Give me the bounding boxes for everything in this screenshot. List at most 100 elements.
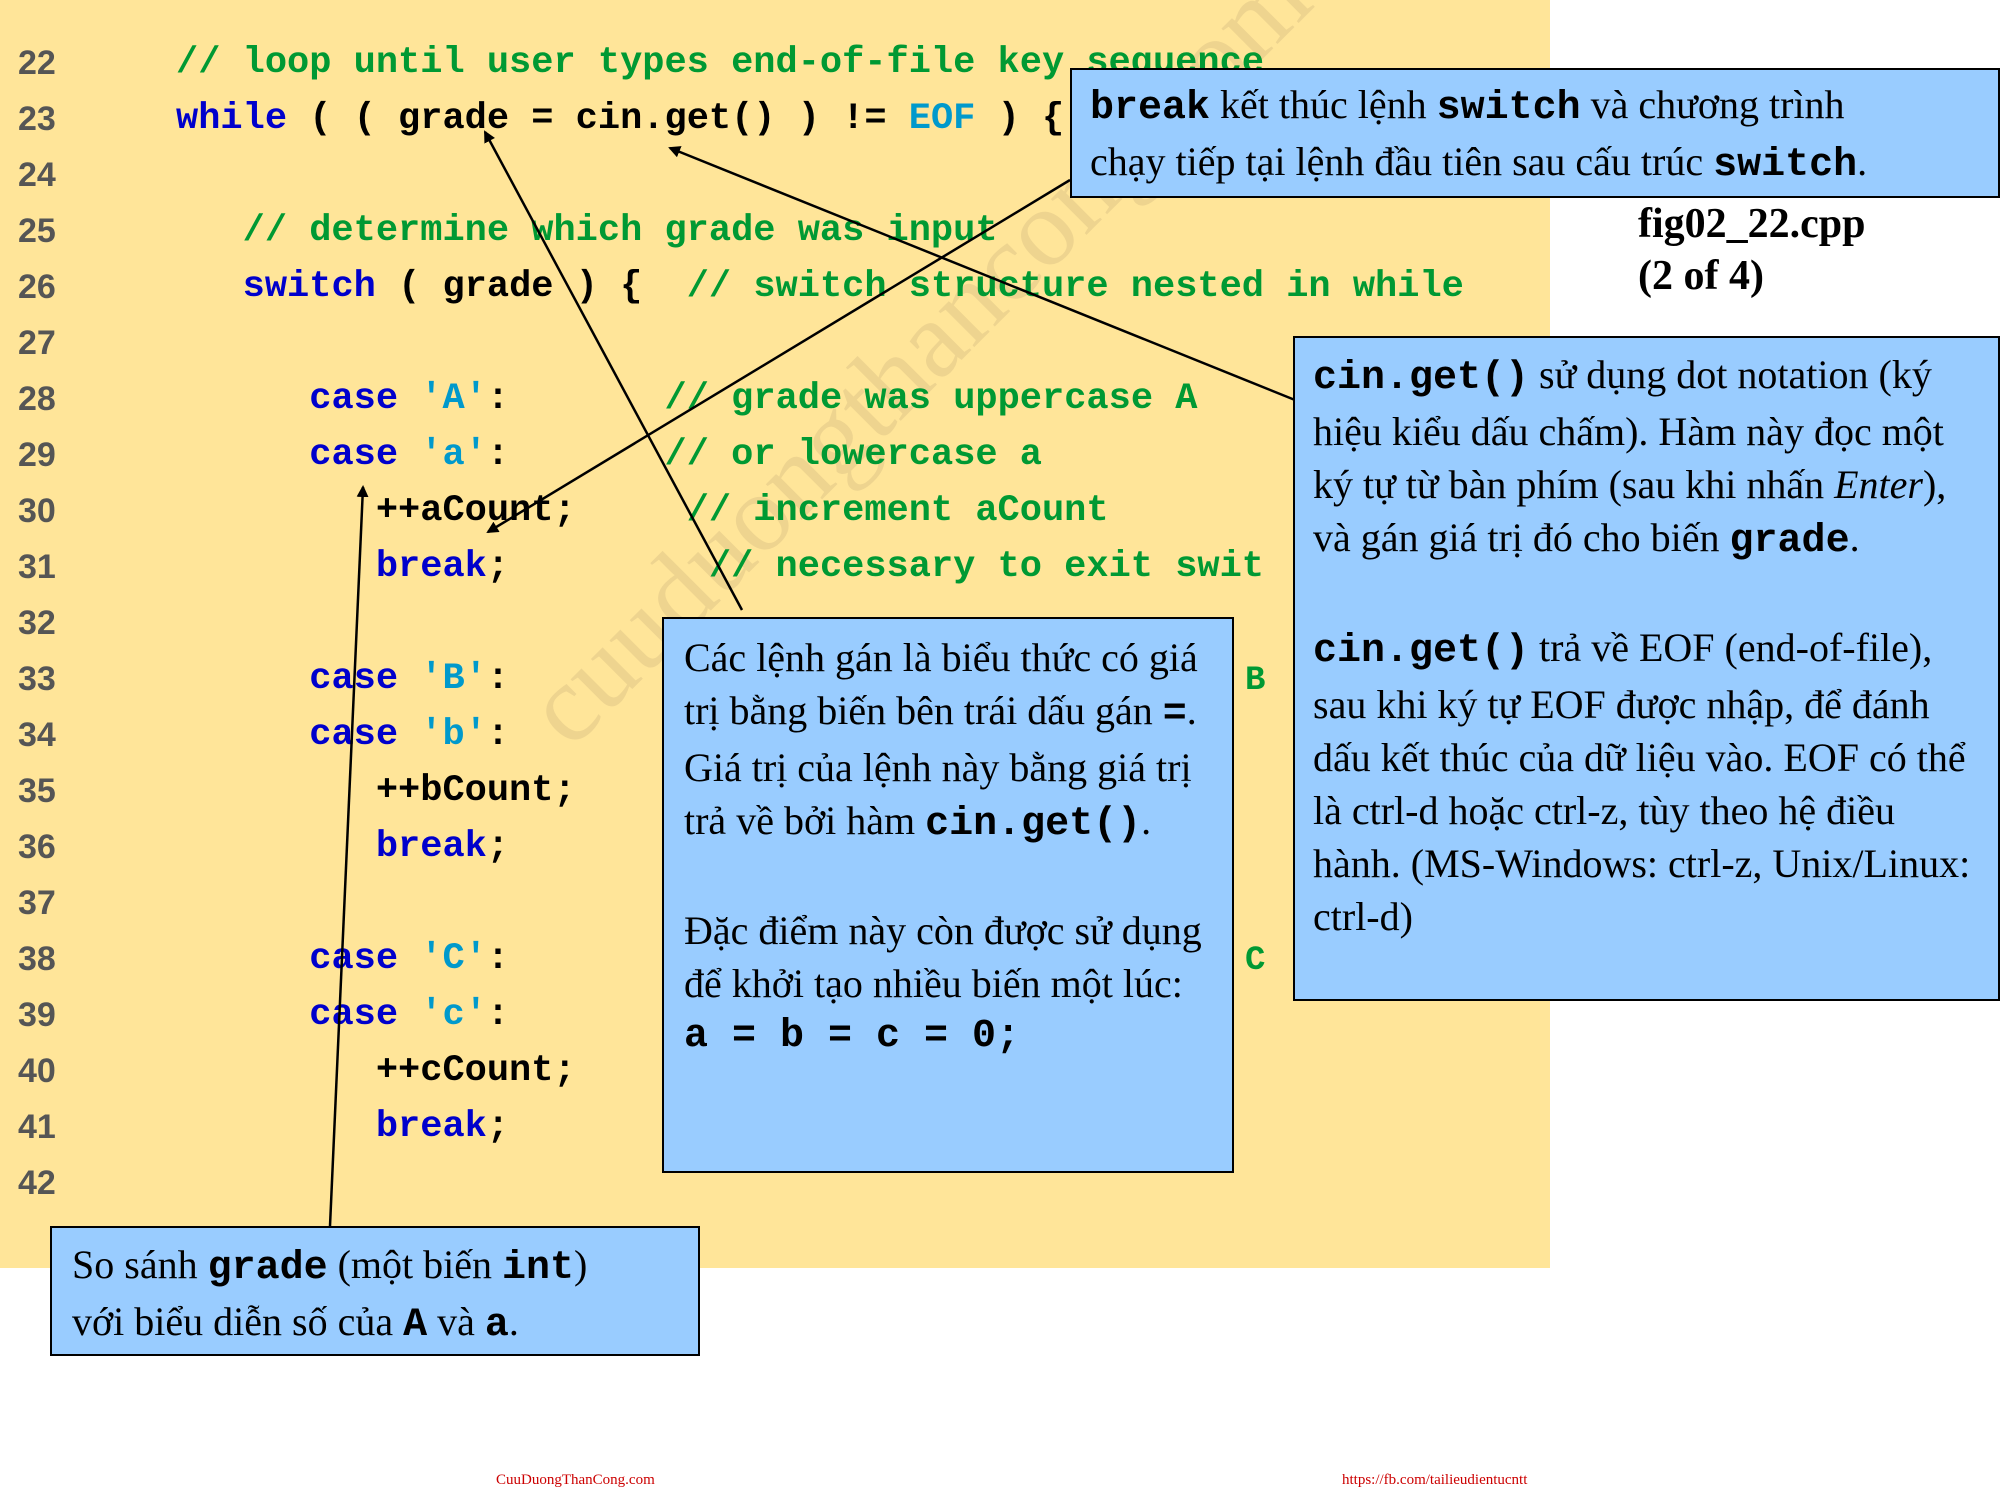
- figure-page: (2 of 4): [1638, 253, 1764, 299]
- code-token-keyword: case: [309, 938, 399, 980]
- code-token-default: ;: [486, 1106, 510, 1148]
- code-token-default: :: [486, 378, 665, 420]
- callout-text: sử dụng dot notation (ký hiệu kiểu dấu c…: [1313, 352, 1944, 507]
- code-line: 39 case 'c':: [0, 987, 1560, 1043]
- keyword-switch: switch: [1436, 86, 1581, 131]
- code-text: break;: [176, 1099, 509, 1155]
- code-line: 25 // determine which grade was input: [0, 203, 1560, 259]
- code-token-keyword: while: [176, 98, 288, 140]
- line-number: 22: [18, 44, 56, 82]
- code-token-comment: // necessary to exit swit: [708, 546, 1265, 588]
- code-token-default: :: [486, 658, 510, 700]
- code-text: ++cCount;: [176, 1043, 576, 1099]
- line-number: 36: [18, 828, 56, 866]
- code-token-char: 'a': [420, 434, 487, 476]
- code-text: ++bCount;: [176, 763, 576, 819]
- code-text: case 'a': // or lowercase a: [176, 427, 1042, 483]
- keyword-equals: =: [1162, 692, 1187, 737]
- code-token-char: 'B': [420, 658, 487, 700]
- line-number: 40: [18, 1052, 56, 1090]
- line-number: 32: [18, 604, 56, 642]
- code-line: 27: [0, 315, 1560, 371]
- keyword-a-lower: a: [484, 1303, 509, 1348]
- code-token-keyword: break: [375, 826, 487, 868]
- truncated-code-fragment: B: [1245, 662, 1266, 700]
- line-number: 38: [18, 940, 56, 978]
- figure-label: fig02_22.cpp (2 of 4): [1638, 198, 1866, 302]
- code-token-char: 'c': [420, 994, 487, 1036]
- code-token-eof: EOF: [908, 98, 976, 140]
- code-token-keyword: switch: [242, 266, 376, 308]
- code-token-default: ) {: [975, 98, 1065, 140]
- callout-paragraph: cin.get() sử dụng dot notation (ký hiệu …: [1313, 348, 1980, 568]
- arrow-break-to-acount: [486, 178, 1071, 534]
- callout-cin-get: cin.get() sử dụng dot notation (ký hiệu …: [1293, 336, 2000, 1001]
- code-line: 31 break; // necessary to exit swit: [0, 539, 1560, 595]
- code-line: 28 case 'A': // grade was uppercase A: [0, 371, 1560, 427]
- code-example: a = b = c = 0;: [684, 1014, 1021, 1059]
- code-token-comment: // grade was uppercase A: [664, 378, 1198, 420]
- code-text: switch ( grade ) { // switch structure n…: [176, 259, 1464, 315]
- code-text: // determine which grade was input: [176, 203, 998, 259]
- callout-text: trả về EOF (end-of-file), sau khi ký tự …: [1313, 625, 1971, 939]
- callout-paragraph: Các lệnh gán là biểu thức có giá trị bằn…: [684, 631, 1212, 851]
- callout-text: với biểu diễn số của: [72, 1299, 404, 1344]
- code-line: 42: [0, 1155, 1560, 1211]
- callout-paragraph: Đặc điểm này còn được sử dụng để khởi tạ…: [684, 908, 1202, 1006]
- callout-paragraph: cin.get() trả về EOF (end-of-file), sau …: [1313, 621, 1980, 943]
- code-text: while ( ( grade = cin.get() ) != EOF ) {: [176, 91, 1064, 147]
- callout-break: break kết thúc lệnh switch và chương trì…: [1070, 68, 2000, 198]
- code-token-default: :: [486, 994, 510, 1036]
- code-text: case 'C':: [176, 931, 509, 987]
- callout-text: .: [1141, 798, 1152, 843]
- code-token-keyword: break: [375, 1106, 487, 1148]
- line-number: 42: [18, 1164, 56, 1202]
- callout-text: và chương trình: [1580, 82, 1845, 127]
- code-token-char: 'b': [420, 714, 487, 756]
- line-number: 33: [18, 660, 56, 698]
- callout-text: kết thúc lệnh: [1210, 82, 1437, 127]
- code-token-char: 'C': [420, 938, 487, 980]
- arrow-cinget-to-call: [668, 146, 1296, 402]
- code-line: 29 case 'a': // or lowercase a: [0, 427, 1560, 483]
- callout-grade-compare: So sánh grade (một biến int) với biểu di…: [50, 1226, 700, 1356]
- callout-text: . Giá trị của lệnh này bằng giá trị trả …: [684, 688, 1197, 843]
- figure-filename: fig02_22.cpp: [1638, 201, 1866, 247]
- code-line: 35 ++bCount;: [0, 763, 1560, 819]
- arrow-assign-to-grade: [483, 130, 744, 611]
- code-text: break;: [176, 819, 509, 875]
- truncated-code-fragment: C: [1245, 942, 1266, 980]
- code-line: 32: [0, 595, 1560, 651]
- code-line: 38 case 'C':: [0, 931, 1560, 987]
- code-line: 30 ++aCount; // increment aCount: [0, 483, 1560, 539]
- callout-text: ), và gán giá trị đó cho biến: [1313, 462, 1947, 560]
- code-token-keyword: case: [309, 378, 399, 420]
- line-number: 34: [18, 716, 56, 754]
- footer-left-link[interactable]: CuuDuongThanCong.com: [496, 1472, 655, 1488]
- code-token-keyword: break: [375, 546, 487, 588]
- footer-right-link[interactable]: https://fb.com/tailieudientucntt: [1342, 1472, 1528, 1488]
- keyword-grade: grade: [1729, 519, 1850, 564]
- callout-text: ): [574, 1242, 588, 1287]
- code-token-default: ++cCount;: [176, 1050, 576, 1092]
- callout-text: .: [508, 1299, 519, 1344]
- code-token-comment: // switch structure nested in while: [686, 266, 1464, 308]
- callout-text: .: [1849, 515, 1860, 560]
- code-token-default: ++bCount;: [176, 770, 576, 812]
- code-token-default: ( ( grade = cin.get() ) !=: [287, 98, 909, 140]
- code-text: case 'A': // grade was uppercase A: [176, 371, 1197, 427]
- keyword-grade: grade: [207, 1246, 328, 1291]
- code-line: 24: [0, 147, 1560, 203]
- code-text: ++aCount; // increment aCount: [176, 483, 1109, 539]
- line-number: 27: [18, 324, 56, 362]
- line-number: 39: [18, 996, 56, 1034]
- callout-text: (một biến: [327, 1242, 503, 1287]
- keyword-break: break: [1090, 86, 1211, 131]
- callout-text: và: [427, 1299, 485, 1344]
- code-token-default: :: [486, 434, 665, 476]
- code-token-keyword: case: [309, 994, 399, 1036]
- line-number: 25: [18, 212, 56, 250]
- code-token-default: ;: [486, 826, 510, 868]
